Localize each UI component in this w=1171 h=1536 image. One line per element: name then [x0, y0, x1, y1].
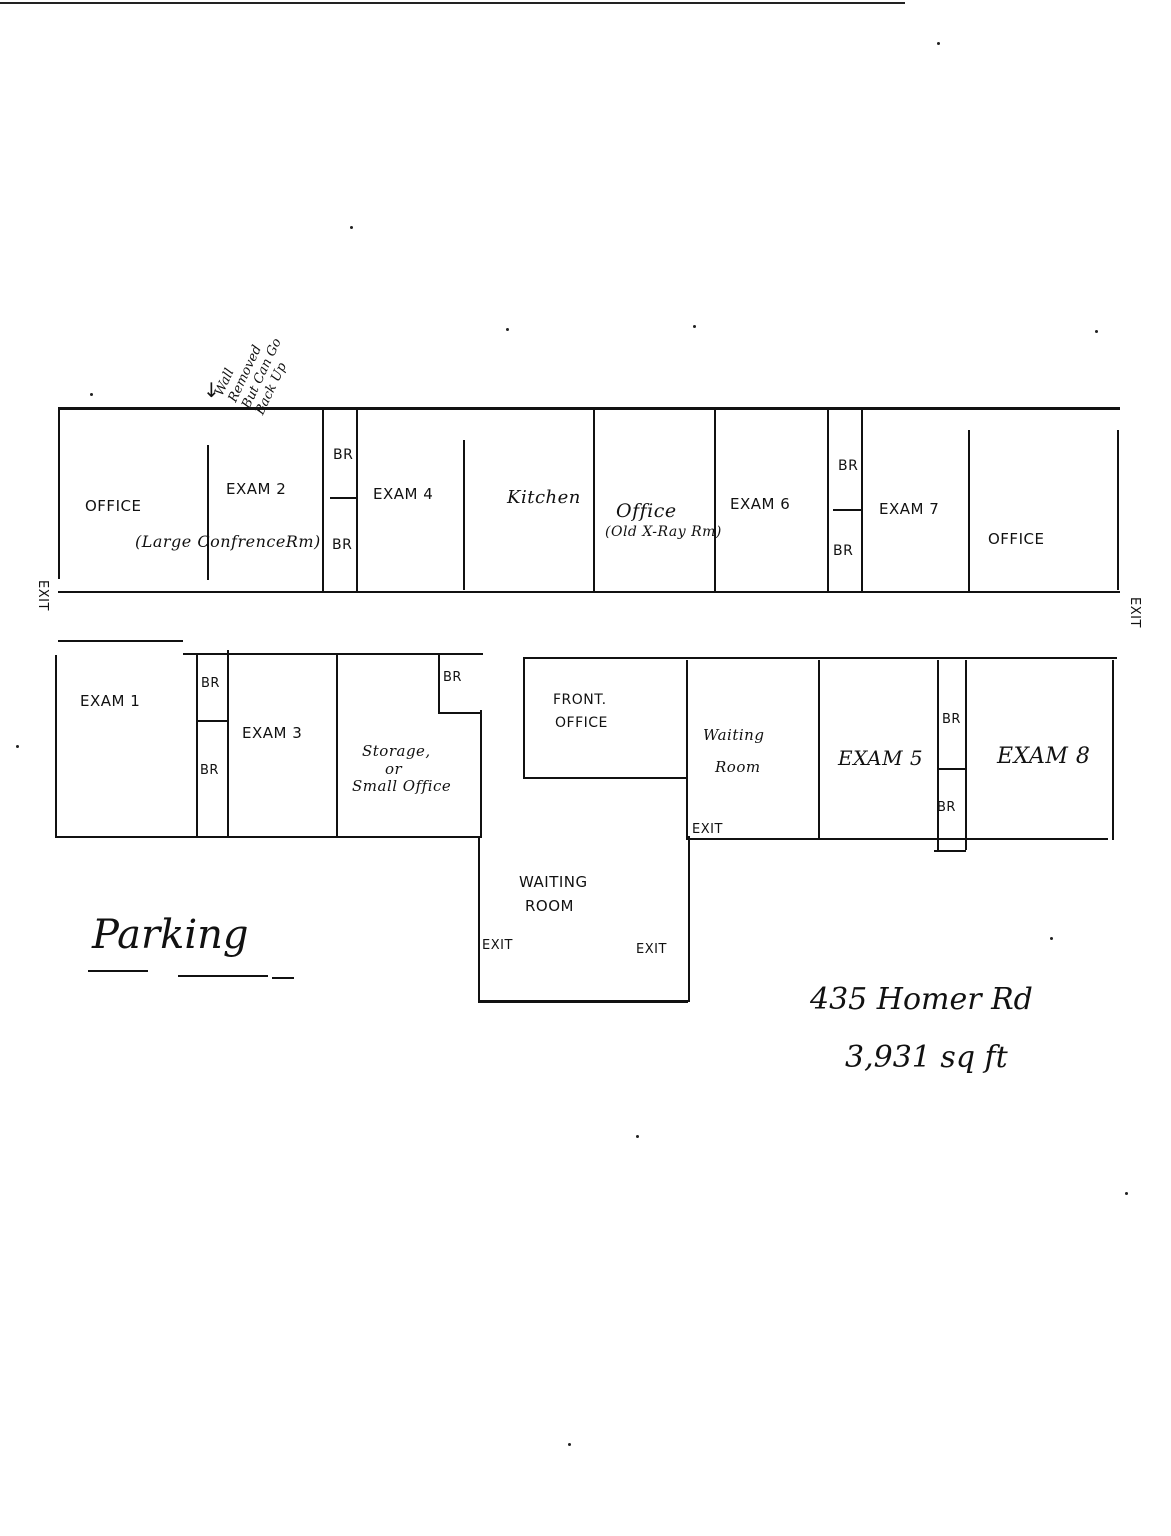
exit-east-label: EXIT [1127, 597, 1142, 628]
room-exam-3-label: EXAM 3 [242, 724, 303, 742]
wall-br-divider-3 [198, 720, 228, 722]
wall-note: Wall Removed But Can Go Back Up [212, 336, 290, 418]
property-address: 435 Homer Rd [810, 982, 1033, 1017]
wall-exam2-br [322, 410, 324, 591]
arrow-down-icon: ↓ [203, 378, 220, 402]
wall-office-exam2 [207, 445, 209, 580]
scan-speck [937, 42, 940, 45]
wall-exam5-br [937, 660, 939, 850]
room-kitchen-label: Kitchen [507, 487, 581, 508]
room-waiting-main-label: WAITING [519, 873, 588, 891]
wall-waiting-main-bottom [478, 1000, 688, 1003]
wall-front-office-east [686, 660, 688, 840]
parking-underline-3 [272, 977, 294, 979]
wall-east-south [1112, 660, 1114, 840]
room-front-office-label: FRONT. [553, 692, 607, 708]
room-br-north-2b-label: BR [833, 543, 854, 559]
wall-corridor-south-east [523, 657, 1117, 659]
room-waiting-main-sublabel: ROOM [525, 897, 574, 915]
wall-waiting-main-east [688, 836, 690, 1002]
room-exam-1-label: EXAM 1 [80, 692, 141, 710]
wall-br-divider-4 [937, 768, 967, 770]
wall-front-office-west [523, 657, 525, 779]
scan-speck [90, 393, 93, 396]
parking-underline-2 [178, 975, 268, 977]
exit-waiting-main-right-label: EXIT [636, 942, 667, 957]
wall-br-exam4 [356, 410, 358, 591]
wall-front-office-bottom [523, 777, 686, 779]
scan-top-edge [0, 2, 905, 4]
property-area: 3,931 sq ft [845, 1040, 1008, 1075]
wall-br-bottom-4 [934, 850, 966, 852]
wall-south-west-bottom [55, 836, 480, 838]
room-br-south-1b-label: BR [200, 763, 219, 778]
room-exam-5-label: EXAM 5 [838, 746, 924, 770]
wall-south-east-bottom [690, 838, 1108, 840]
room-br-south-2-label: BR [443, 670, 462, 685]
scan-speck [506, 328, 509, 331]
room-office-xray-label: Office [616, 500, 677, 522]
wall-west-south [55, 655, 57, 837]
wall-br-storage-v [438, 653, 440, 713]
room-office-xray-sublabel: (Old X-Ray Rm) [605, 524, 722, 540]
room-waiting-east-sublabel: Room [715, 758, 761, 776]
wall-br-divider-1 [330, 497, 358, 499]
room-storage-sublabel2: Small Office [352, 777, 452, 795]
room-exam-8-label: EXAM 8 [997, 744, 1091, 769]
room-office-west-label: OFFICE [85, 497, 142, 515]
wall-exam3-storage [336, 655, 338, 836]
room-storage-label: Storage, [362, 742, 431, 760]
wall-br-storage-h [438, 712, 480, 714]
wall-east-north [1117, 430, 1119, 590]
scan-speck [16, 745, 19, 748]
parking-label: Parking [92, 912, 249, 958]
scan-speck [1095, 330, 1098, 333]
wall-corridor-north [58, 591, 1120, 593]
room-exam-2-label: EXAM 2 [226, 480, 287, 498]
wall-west-north [58, 407, 60, 579]
wall-br-exam3 [227, 650, 229, 836]
room-br-north-1b-label: BR [332, 537, 353, 553]
room-exam-6-label: EXAM 6 [730, 495, 791, 513]
room-exam-7-label: EXAM 7 [879, 500, 940, 518]
room-office-east-label: OFFICE [988, 530, 1045, 548]
wall-north-top [58, 407, 1120, 410]
room-storage-sublabel1: or [385, 760, 403, 778]
wall-exam1-br [196, 655, 198, 836]
room-br-south-1a-label: BR [201, 676, 220, 691]
wall-exam4-kitchen [463, 440, 465, 590]
wall-br-exam8 [965, 660, 967, 850]
exit-waiting-main-left-label: EXIT [482, 938, 513, 953]
wall-waiting-main-west [478, 836, 480, 1002]
room-br-south-3a-label: BR [942, 712, 961, 727]
wall-corridor-south-mid [183, 653, 483, 655]
scan-speck [568, 1443, 571, 1446]
room-office-west-sublabel: (Large ConfrenceRm) [135, 532, 321, 551]
parking-underline-1 [88, 970, 148, 972]
room-br-south-3b-label: BR [937, 800, 956, 815]
room-waiting-east-label: Waiting [703, 726, 765, 744]
wall-br-exam7 [861, 410, 863, 591]
room-br-north-2a-label: BR [838, 458, 859, 474]
room-br-north-1a-label: BR [333, 447, 354, 463]
wall-waiting-exam5 [818, 660, 820, 838]
wall-office-exam6 [714, 410, 716, 591]
room-exam-4-label: EXAM 4 [373, 485, 434, 503]
scan-speck [350, 226, 353, 229]
room-front-office-sublabel: OFFICE [555, 715, 608, 731]
wall-exam7-office [968, 430, 970, 591]
wall-storage-east [480, 710, 482, 838]
wall-br-divider-2 [833, 509, 863, 511]
exit-waiting-east-label: EXIT [692, 822, 723, 837]
exit-west-label: EXIT [35, 580, 50, 611]
scan-speck [636, 1135, 639, 1138]
scan-speck [1125, 1192, 1128, 1195]
wall-exam6-br [827, 410, 829, 591]
wall-kitchen-office [593, 410, 595, 591]
scan-speck [693, 325, 696, 328]
wall-corridor-south-west [58, 640, 183, 642]
scan-speck [1050, 937, 1053, 940]
